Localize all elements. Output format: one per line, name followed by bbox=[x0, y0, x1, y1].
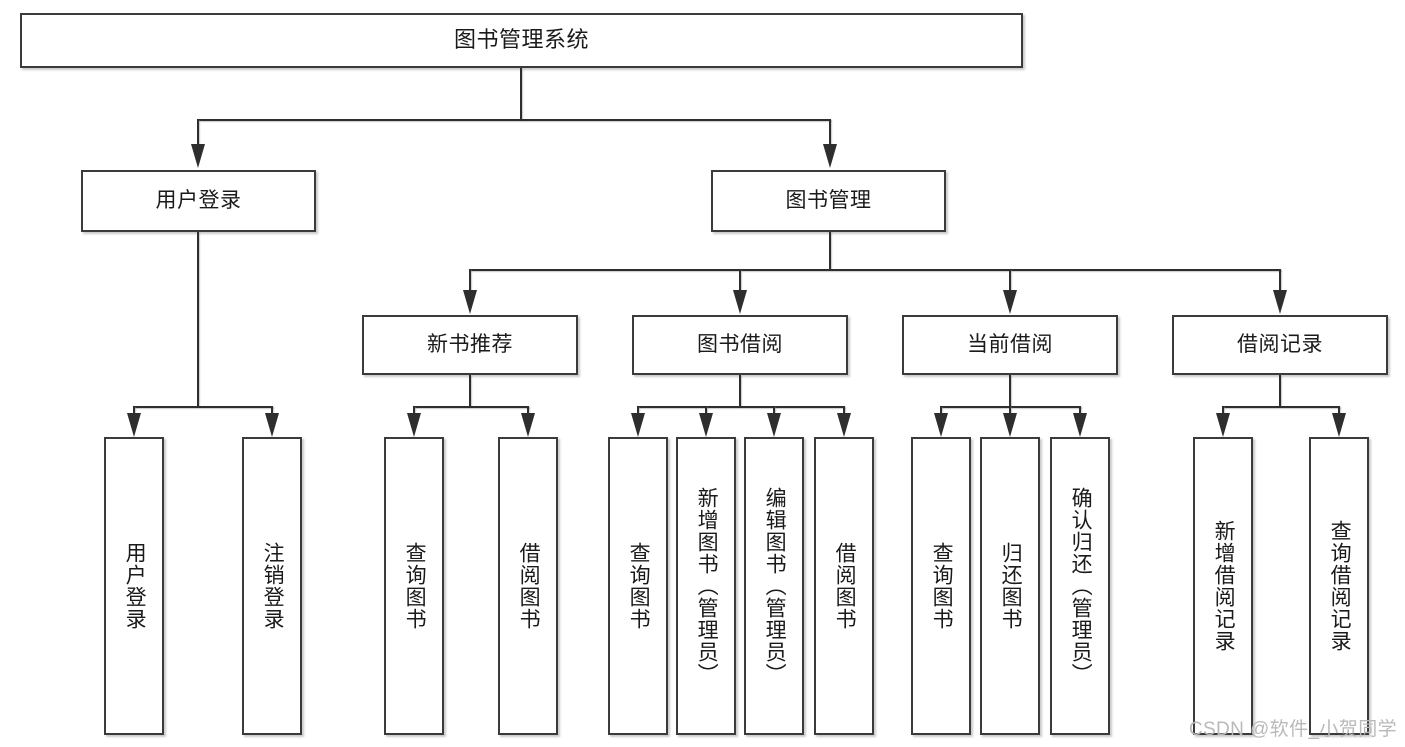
connector-user-login-drop-2 bbox=[271, 406, 273, 414]
node-label: 编辑图书（管理员） bbox=[763, 487, 787, 685]
node-label: 新增图书（管理员） bbox=[695, 487, 719, 685]
connector-book-manage-stem bbox=[829, 232, 831, 270]
leaf-query-book-current[interactable]: 查询图书 bbox=[911, 437, 971, 735]
node-book-borrow[interactable]: 图书借阅 bbox=[632, 315, 848, 375]
arrow-to-leaf-confirm-return bbox=[1073, 413, 1087, 437]
arrow-to-leaf-add-record bbox=[1216, 413, 1230, 437]
arrow-to-borrow-record bbox=[1273, 290, 1287, 314]
connector-borrow-record-stem bbox=[1279, 375, 1281, 407]
arrow-to-leaf-borrow-book-1 bbox=[521, 413, 535, 437]
connector-level3-drop-3 bbox=[1009, 269, 1011, 291]
connector-current-borrow-drop-3 bbox=[1079, 406, 1081, 414]
connector-borrow-record-drop-1 bbox=[1222, 406, 1224, 414]
connector-user-login-bus bbox=[133, 406, 273, 408]
node-label: 注销登录 bbox=[261, 542, 285, 630]
node-label: 借阅记录 bbox=[1237, 333, 1323, 357]
node-label: 图书管理系统 bbox=[453, 27, 589, 53]
leaf-add-book-admin[interactable]: 新增图书（管理员） bbox=[676, 437, 736, 735]
node-label: 借阅图书 bbox=[517, 542, 541, 630]
arrow-to-user-login bbox=[191, 144, 205, 168]
node-borrow-record[interactable]: 借阅记录 bbox=[1172, 315, 1388, 375]
connector-level3-drop-1 bbox=[469, 269, 471, 291]
arrow-to-leaf-query-book-3 bbox=[934, 413, 948, 437]
leaf-return-book[interactable]: 归还图书 bbox=[980, 437, 1040, 735]
connector-new-book-drop-2 bbox=[527, 406, 529, 414]
arrow-to-current-borrow bbox=[1003, 290, 1017, 314]
node-label: 查询借阅记录 bbox=[1328, 520, 1352, 652]
leaf-query-borrow-record[interactable]: 查询借阅记录 bbox=[1309, 437, 1369, 735]
leaf-edit-book-admin[interactable]: 编辑图书（管理员） bbox=[744, 437, 804, 735]
node-label: 查询图书 bbox=[930, 542, 954, 630]
arrow-to-leaf-logout bbox=[265, 413, 279, 437]
connector-book-borrow-drop-4 bbox=[843, 406, 845, 414]
node-label: 查询图书 bbox=[403, 542, 427, 630]
connector-current-borrow-drop-2 bbox=[1009, 406, 1011, 414]
connector-current-borrow-drop-1 bbox=[940, 406, 942, 414]
connector-new-book-bus bbox=[413, 406, 529, 408]
arrow-to-book-borrow bbox=[733, 290, 747, 314]
leaf-confirm-return-admin[interactable]: 确认归还（管理员） bbox=[1050, 437, 1110, 735]
node-book-manage[interactable]: 图书管理 bbox=[711, 170, 946, 232]
connector-user-login-stem bbox=[197, 232, 199, 407]
connector-new-book-drop-1 bbox=[413, 406, 415, 414]
connector-current-borrow-stem bbox=[1009, 375, 1011, 407]
node-label: 确认归还（管理员） bbox=[1069, 487, 1093, 685]
leaf-query-book-borrow[interactable]: 查询图书 bbox=[608, 437, 668, 735]
node-label: 当前借阅 bbox=[967, 333, 1053, 357]
node-label: 图书借阅 bbox=[697, 333, 783, 357]
arrow-to-leaf-query-book-1 bbox=[407, 413, 421, 437]
node-label: 查询图书 bbox=[627, 542, 651, 630]
connector-book-borrow-drop-1 bbox=[637, 406, 639, 414]
connector-book-borrow-drop-2 bbox=[705, 406, 707, 414]
arrow-to-leaf-user-login bbox=[127, 413, 141, 437]
node-user-login[interactable]: 用户登录 bbox=[81, 170, 316, 232]
connector-new-book-stem bbox=[469, 375, 471, 407]
node-root-system[interactable]: 图书管理系统 bbox=[20, 13, 1023, 68]
connector-level2-bus bbox=[197, 119, 831, 121]
node-new-book-recommend[interactable]: 新书推荐 bbox=[362, 315, 578, 375]
connector-level3-drop-2 bbox=[739, 269, 741, 291]
connector-user-login-drop-1 bbox=[133, 406, 135, 414]
connector-level2-drop-right bbox=[829, 119, 831, 145]
leaf-add-borrow-record[interactable]: 新增借阅记录 bbox=[1193, 437, 1253, 735]
leaf-borrow-book[interactable]: 借阅图书 bbox=[814, 437, 874, 735]
arrow-to-new-book bbox=[463, 290, 477, 314]
connector-level2-drop-left bbox=[197, 119, 199, 145]
connector-level3-drop-4 bbox=[1279, 269, 1281, 291]
arrow-to-leaf-return-book bbox=[1003, 413, 1017, 437]
node-label: 新增借阅记录 bbox=[1212, 520, 1236, 652]
arrow-to-leaf-query-record bbox=[1332, 413, 1346, 437]
node-label: 图书管理 bbox=[785, 189, 872, 213]
node-label: 归还图书 bbox=[999, 542, 1023, 630]
arrow-to-book-manage bbox=[823, 144, 837, 168]
leaf-query-book-new[interactable]: 查询图书 bbox=[384, 437, 444, 735]
node-label: 新书推荐 bbox=[427, 333, 513, 357]
node-label: 借阅图书 bbox=[833, 542, 857, 630]
node-current-borrow[interactable]: 当前借阅 bbox=[902, 315, 1118, 375]
arrow-to-leaf-add-book bbox=[699, 413, 713, 437]
connector-book-borrow-stem bbox=[739, 375, 741, 407]
leaf-logout[interactable]: 注销登录 bbox=[242, 437, 302, 735]
connector-borrow-record-bus bbox=[1222, 406, 1340, 408]
leaf-user-login[interactable]: 用户登录 bbox=[104, 437, 164, 735]
arrow-to-leaf-query-book-2 bbox=[631, 413, 645, 437]
node-label: 用户登录 bbox=[155, 189, 242, 213]
connector-book-borrow-bus bbox=[637, 406, 845, 408]
connector-level3-bus bbox=[469, 269, 1281, 271]
arrow-to-leaf-edit-book bbox=[767, 413, 781, 437]
connector-borrow-record-drop-2 bbox=[1338, 406, 1340, 414]
node-label: 用户登录 bbox=[123, 542, 147, 630]
arrow-to-leaf-borrow-book-2 bbox=[837, 413, 851, 437]
connector-book-borrow-drop-3 bbox=[773, 406, 775, 414]
connector-root-stem bbox=[520, 68, 522, 120]
leaf-borrow-book-new[interactable]: 借阅图书 bbox=[498, 437, 558, 735]
